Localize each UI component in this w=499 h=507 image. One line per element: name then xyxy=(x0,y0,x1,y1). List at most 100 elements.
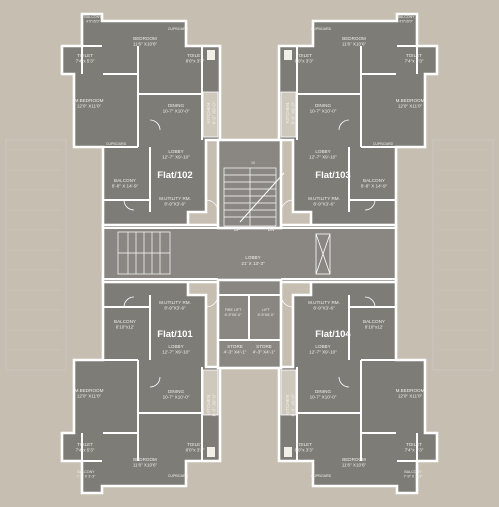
room-name: M.UTILITY RM. xyxy=(159,196,191,201)
room-dimension: 10-7" X10'-0" xyxy=(163,109,190,114)
room-dimension: 6'10"x12' xyxy=(365,325,384,330)
room-dimension: 11'6" X10'6" xyxy=(342,463,367,468)
room-dimension: 6'-8" X 14'-9" xyxy=(361,184,388,189)
room-dimension: 8'0"x 3'3" xyxy=(186,59,205,64)
room-name: BEDROOM xyxy=(342,36,366,41)
room-dimension: 6'-8" X 14'-9" xyxy=(112,184,139,189)
room-dimension: 10-7" X10'-0" xyxy=(310,109,337,114)
flat-101-cupboard-a-label: CUPBOARD xyxy=(168,474,189,478)
stair-count-label: 10 xyxy=(251,161,255,165)
staircase-main xyxy=(223,167,285,227)
room-name: KITCHEN xyxy=(285,395,290,415)
fire-lift-dim: 6'-9"X6'-0" xyxy=(225,313,242,317)
flat-101-title: Flat/101 xyxy=(157,329,193,340)
room-dimension: 12'0" X11'0" xyxy=(77,104,102,109)
room-name: BALCONY xyxy=(404,470,422,474)
room-name: BEDROOM xyxy=(133,36,157,41)
room-dimension: 7'-9" X 3'-3" xyxy=(404,475,423,479)
core-lobby-dim: 21' X 13'-3" xyxy=(241,261,265,266)
room-dimension: 12'-7" X9'-10" xyxy=(162,155,190,160)
room-dimension: 8'-0" X6'-0" xyxy=(291,393,296,416)
interior-walls xyxy=(62,45,437,462)
room-name: KITCHEN xyxy=(206,395,211,415)
room-dimension: 4'0"x5'0" xyxy=(86,20,100,24)
room-dimension: 12'-7" X9'-10" xyxy=(162,350,190,355)
room-name: CUPBOARD xyxy=(168,27,189,31)
flat-103-utility-label: M.UTILITY RM.8'-9"X3'-6" xyxy=(308,196,340,207)
room-dimension: 8'0"x 3'3" xyxy=(295,448,314,453)
room-name: BALCONY xyxy=(77,470,95,474)
flat-104-utility-label: M.UTILITY RM.8'-9"X3'-6" xyxy=(308,300,340,311)
room-dimension: 11'6" X10'6" xyxy=(133,42,158,47)
room-dimension: 7'4"x 5'3" xyxy=(405,448,424,453)
room-name: TOILET xyxy=(77,53,93,58)
room-name: BEDROOM xyxy=(133,457,157,462)
room-name: BALCONY xyxy=(363,319,385,324)
room-name: M.UTILITY RM. xyxy=(159,300,191,305)
room-name: M.BEDROOM xyxy=(396,388,425,393)
room-name: DINING xyxy=(315,389,332,394)
room-name: BALCONY xyxy=(84,15,102,19)
staircase-side xyxy=(117,231,171,275)
room-name: CUPBOARD xyxy=(373,142,394,146)
room-name: LOBBY xyxy=(168,344,183,349)
room-dimension: 4'-3" X4'-1" xyxy=(224,350,247,355)
lift-dim: 6'-9"X6'-0" xyxy=(258,313,275,317)
room-dimension: 12'-7" X9'-10" xyxy=(309,350,337,355)
stair-dn-label: DN xyxy=(268,227,275,232)
room-dimension: 8'-0" X6'-0" xyxy=(212,393,217,416)
room-dimension: 8'-0" X6'-0" xyxy=(212,101,217,124)
room-name: KITCHEN xyxy=(206,103,211,123)
room-name: CUPBOARD xyxy=(311,474,332,478)
flat-104-title: Flat/104 xyxy=(315,329,351,340)
room-dimension: 12'0" X11'0" xyxy=(77,394,102,399)
room-dimension: 10-7" X10'-0" xyxy=(163,395,190,400)
room-dimension: 7'-9" X 3'-3" xyxy=(77,475,96,479)
flat-101-utility-label: M.UTILITY RM.8'-9"X3'-6" xyxy=(159,300,191,311)
room-name: TOILET xyxy=(406,53,422,58)
stair-up-label: UP xyxy=(234,227,240,232)
room-name: M.BEDROOM xyxy=(75,98,104,103)
room-name: STORE xyxy=(256,344,272,349)
flat-103-title: Flat/103 xyxy=(315,170,350,181)
room-name: M.BEDROOM xyxy=(75,388,104,393)
flat-104-cupboard-a-label: CUPBOARD xyxy=(311,474,332,478)
room-dimension: 11'6" X10'6" xyxy=(133,463,158,468)
room-name: BEDROOM xyxy=(342,457,366,462)
fire-lift-name: FIRE LIFT xyxy=(225,308,242,312)
room-dimension: 12'0" X11'0" xyxy=(398,104,423,109)
paving-background xyxy=(5,139,494,371)
room-name: STORE xyxy=(227,344,243,349)
toilet-fixtures xyxy=(207,50,292,457)
room-name: LOBBY xyxy=(315,344,330,349)
